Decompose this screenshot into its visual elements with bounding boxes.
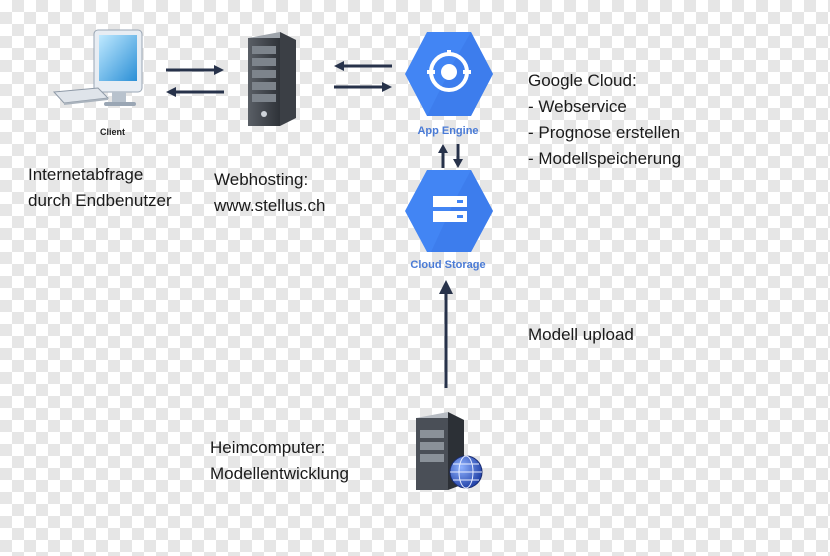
home-server-globe-icon [416,412,483,490]
client-label: Client [100,127,126,137]
webhosting-line2: www.stellus.ch [214,196,326,215]
app-engine-icon [405,32,493,116]
internet-query-line2: durch Endbenutzer [28,191,172,210]
app-engine-label: App Engine [417,125,479,137]
internet-query-line1: Internetabfrage [28,165,144,184]
home-computer-line1: Heimcomputer: [210,438,326,457]
model-upload-label: Modell upload [528,325,634,344]
cloud-storage-label: Cloud Storage [410,259,486,271]
cloud-storage-icon [405,170,493,252]
client-computer-icon [52,29,143,106]
webhosting-line1: Webhosting: [214,170,309,189]
google-cloud-item: - Webservice [528,97,627,116]
google-cloud-item: - Modellspeicherung [528,149,682,168]
google-cloud-item: - Prognose erstellen [528,123,681,142]
server-tower-icon [248,32,296,126]
upload-arrow [439,280,453,388]
client-node: Client [52,26,152,146]
client-webhosting-arrows [166,65,224,97]
appengine-storage-arrows [438,144,463,168]
webhosting-appengine-arrows [334,61,392,92]
home-computer-line2: Modellentwicklung [210,464,349,483]
google-cloud-title: Google Cloud: [528,71,637,90]
